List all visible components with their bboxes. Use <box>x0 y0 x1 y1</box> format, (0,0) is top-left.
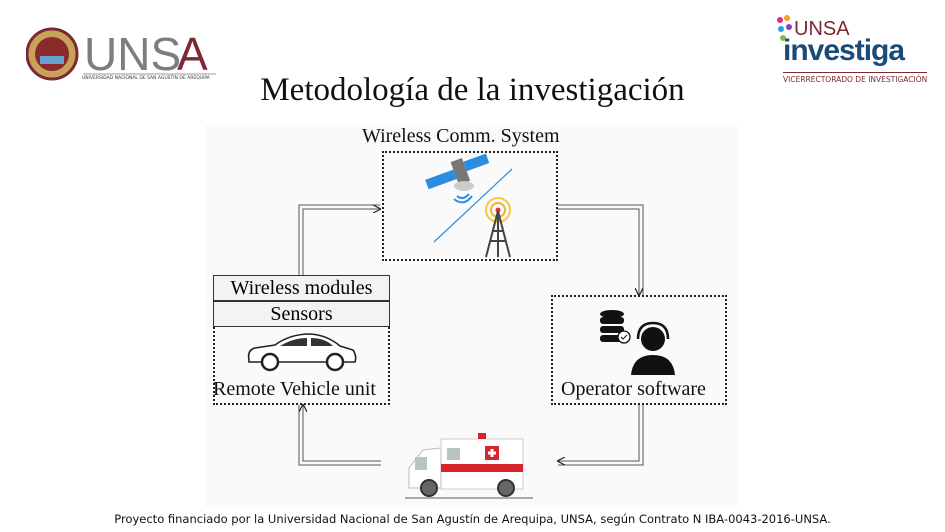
operator-database-icon <box>600 310 675 375</box>
arrow-vehicle-to-comm <box>298 205 380 275</box>
footer-funding-note: Proyecto financiado por la Universidad N… <box>114 512 831 526</box>
unsa-investiga-logo: UNSA investiga VICERRECTORADO DE INVESTI… <box>775 12 930 84</box>
operator-software-box: Operator software <box>551 295 727 405</box>
car-icon <box>247 333 357 372</box>
slide-title: Metodología de la investigación <box>260 72 685 108</box>
molecule-icon <box>777 15 792 41</box>
svg-text:UNS: UNS <box>84 28 181 80</box>
unsa-logo: UNS A UNIVERSIDAD NACIONAL DE SAN AGUSTÍ… <box>25 22 226 88</box>
arrow-operator-to-ambulance <box>558 405 644 465</box>
remote-vehicle-label: Remote Vehicle unit <box>213 378 376 400</box>
logo-investiga-text: investiga <box>783 34 905 67</box>
sensors-row: Sensors <box>213 301 390 327</box>
ambulance-icon <box>405 433 533 499</box>
arrow-comm-to-operator <box>557 204 643 295</box>
arrow-ambulance-to-vehicle <box>299 405 381 466</box>
remote-vehicle-box: Wireless modules Sensors Remote Vehicle … <box>213 275 390 405</box>
svg-text:A: A <box>177 28 208 80</box>
comm-system-label: Wireless Comm. System <box>362 125 560 147</box>
unsa-logo-subtitle: UNIVERSIDAD NACIONAL DE SAN AGUSTÍN DE A… <box>82 76 210 81</box>
unsa-seal-icon: UNS A <box>25 27 216 81</box>
logo-subtitle: VICERRECTORADO DE INVESTIGACIÓN <box>783 72 928 84</box>
satellite-tower-icon <box>425 153 513 258</box>
operator-software-label: Operator software <box>561 378 706 400</box>
wireless-modules-row: Wireless modules <box>213 275 390 301</box>
logo-unsa-text: UNSA <box>794 18 850 40</box>
comm-system-box <box>382 151 558 261</box>
